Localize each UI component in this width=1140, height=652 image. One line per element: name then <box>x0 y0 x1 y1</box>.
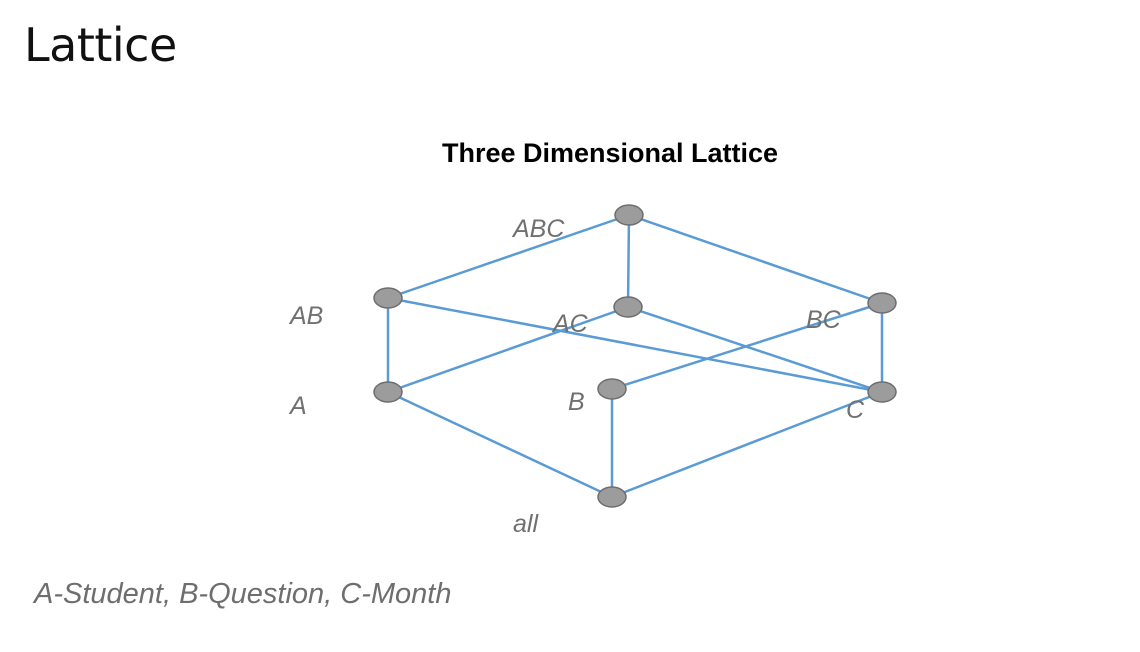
edge-ab-c <box>387 296 883 394</box>
edge-abc-ac <box>626 214 631 308</box>
node-label-a: A <box>288 392 307 420</box>
lattice-nodes <box>373 204 897 508</box>
node-label-c: C <box>846 396 865 424</box>
edge-abc-ab <box>387 213 630 300</box>
node-ac <box>613 296 643 318</box>
node-label-abc: ABC <box>511 215 565 243</box>
node-abc <box>614 204 644 226</box>
edge-abc-bc <box>628 213 883 305</box>
node-all <box>597 486 627 508</box>
node-b <box>597 378 627 400</box>
diagram-title: Three Dimensional Lattice <box>441 138 779 168</box>
node-bc <box>867 292 897 314</box>
node-label-ac: AC <box>551 310 589 338</box>
node-label-all: all <box>513 510 539 538</box>
lattice-edges <box>386 213 884 499</box>
node-a <box>373 381 403 403</box>
edge-bc-b <box>611 301 883 391</box>
edge-ac-a <box>387 305 629 394</box>
edge-c-all <box>611 390 883 499</box>
edge-a-all <box>387 390 613 499</box>
node-c <box>867 381 897 403</box>
node-ab <box>373 287 403 309</box>
node-label-b: B <box>568 388 585 416</box>
slide-title: Lattice <box>24 18 177 72</box>
edge-ac-c <box>627 305 883 394</box>
dimension-legend: A-Student, B-Question, C-Month <box>34 578 452 610</box>
node-label-ab: AB <box>288 302 323 330</box>
node-label-bc: BC <box>806 306 842 334</box>
